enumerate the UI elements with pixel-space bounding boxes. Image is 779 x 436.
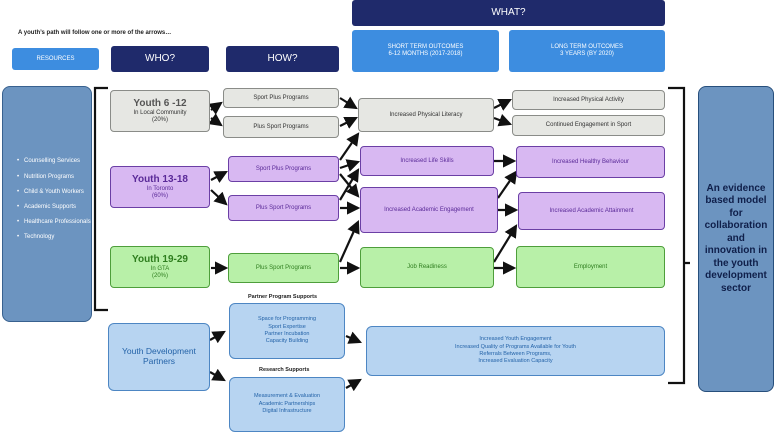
research-supports-list: Measurement & Evaluation Academic Partne… [254, 393, 320, 415]
program-supports-list: Space for Programming Sport Expertise Pa… [258, 316, 316, 346]
youth-name: Youth 13-18 [132, 174, 188, 186]
youth-name: Youth 6 -12 [133, 98, 187, 110]
program-support-item: Partner Incubation [264, 331, 310, 337]
resource-item: Child & Youth Workers [17, 189, 91, 196]
arrow-g2-pl [339, 117, 358, 129]
how-plus-sport-local: Plus Sport Programs [223, 116, 339, 138]
youth-6-12-box: Youth 6 -12 In Local Community (20%) [110, 90, 210, 132]
outcome-healthy-behaviour: Increased Healthy Behaviour [516, 146, 665, 178]
arrow-yd-ps [209, 330, 226, 344]
program-support-item: Space for Programming [257, 316, 317, 323]
arrow-ps-out [345, 331, 363, 344]
youth-19-29-box: Youth 19-29 In GTA (20%) [110, 246, 210, 288]
partner-program-supports-box: Space for Programming Sport Expertise Pa… [229, 303, 345, 359]
arrow-y2-p2 [210, 189, 228, 206]
arrow-pl-pa [493, 99, 512, 111]
arrow-gr1-ae [338, 219, 360, 263]
youth-where: In GTA [150, 265, 170, 272]
program-support-item: Sport Expertise [268, 323, 306, 330]
youth-name: Youth 19-29 [132, 254, 188, 266]
header-short-term: SHORT TERM OUTCOMES 6-12 MONTHS (2017-20… [352, 30, 499, 72]
how-plus-sport-toronto: Plus Sport Programs [228, 195, 339, 221]
arrow-pl-es [493, 113, 513, 127]
long-term-line1: LONG TERM OUTCOMES [551, 44, 623, 51]
program-support-item: Capacity Building [265, 338, 309, 345]
outcome-physical-activity: Increased Physical Activity [512, 90, 665, 110]
youth-share: (20%) [151, 116, 168, 123]
partner-outcomes-box: Increased Youth Engagement Increased Qua… [366, 326, 665, 376]
right-bracket [668, 86, 690, 385]
youth-share: (60%) [151, 192, 168, 199]
evidence-based-model-box: An evidence based model for collaboratio… [698, 86, 774, 392]
left-bracket [93, 86, 108, 312]
outcome-academic-engagement: Increased Academic Engagement [360, 187, 498, 233]
research-support-item: Digital Infrastructure [262, 408, 312, 415]
resource-item: Counselling Services [17, 158, 91, 165]
resources-list: Counselling Services Nutrition Programs … [9, 158, 91, 249]
outcome-academic-attainment: Increased Academic Attainment [518, 192, 665, 230]
arrow-p1-pl [339, 132, 360, 161]
short-term-line1: SHORT TERM OUTCOMES [387, 44, 464, 51]
header-how: HOW? [226, 46, 339, 72]
research-supports-title: Research Supports [259, 367, 310, 373]
outcome-engagement-sport: Continued Engagement in Sport [512, 115, 665, 136]
partner-outcome-item: Increased Youth Engagement [479, 336, 552, 343]
arrow-ae-hb [497, 170, 518, 199]
arrow-p1-ls [339, 159, 361, 172]
arrow-p2-ls [339, 168, 360, 201]
resources-panel: Counselling Services Nutrition Programs … [2, 86, 92, 322]
arrow-rs-out [345, 378, 362, 392]
partner-outcomes-list: Increased Youth Engagement Increased Qua… [455, 336, 576, 366]
youth-share: (20%) [151, 272, 168, 279]
arrow-y2-p1 [210, 170, 228, 183]
youth-where: In Toronto [146, 185, 174, 192]
arrow-g1-pl [339, 96, 358, 110]
resource-item: Nutrition Programs [17, 174, 91, 181]
arrow-jr-aa [493, 224, 518, 263]
youth-development-partners-box: Youth Development Partners [108, 323, 210, 391]
outcome-job-readiness: Job Readiness [360, 247, 494, 288]
resource-item: Healthcare Professionals [17, 219, 91, 226]
partner-program-supports-title: Partner Program Supports [248, 294, 318, 300]
header-who: WHO? [111, 46, 209, 72]
outcome-life-skills: Increased Life Skills [360, 146, 494, 176]
header-long-term: LONG TERM OUTCOMES 3 YEARS (BY 2020) [509, 30, 665, 72]
how-plus-sport-gta: Plus Sport Programs [228, 253, 339, 283]
header-resources: RESOURCES [12, 48, 99, 70]
short-term-line2: 6-12 MONTHS (2017-2018) [388, 51, 463, 57]
outcome-physical-literacy: Increased Physical Literacy [358, 98, 494, 132]
research-support-item: Measurement & Evaluation [253, 393, 321, 400]
long-term-line2: 3 YEARS (BY 2020) [560, 51, 614, 57]
partner-outcome-item: Increased Evaluation Capacity [478, 358, 553, 365]
header-what: WHAT? [352, 0, 665, 26]
outcome-employment: Employment [516, 246, 665, 288]
how-sport-plus-local: Sport Plus Programs [223, 88, 339, 108]
youth-13-18-box: Youth 13-18 In Toronto (60%) [110, 166, 210, 208]
arrow-y1-g1 [208, 101, 223, 115]
research-supports-box: Measurement & Evaluation Academic Partne… [229, 377, 345, 432]
research-support-item: Academic Partnerships [258, 400, 316, 407]
intro-text: A youth’s path will follow one or more o… [18, 30, 172, 36]
arrow-y1-g2 [208, 113, 223, 127]
partner-outcome-item: Referrals Between Programs, [479, 351, 552, 357]
how-sport-plus-toronto: Sport Plus Programs [228, 156, 339, 182]
partner-outcome-item: Increased Quality of Programs Available … [455, 343, 576, 350]
resource-item: Academic Supports [17, 204, 91, 211]
youth-where: In Local Community [133, 109, 187, 116]
resource-item: Technology [17, 234, 91, 241]
arrow-yd-rs [209, 368, 226, 382]
